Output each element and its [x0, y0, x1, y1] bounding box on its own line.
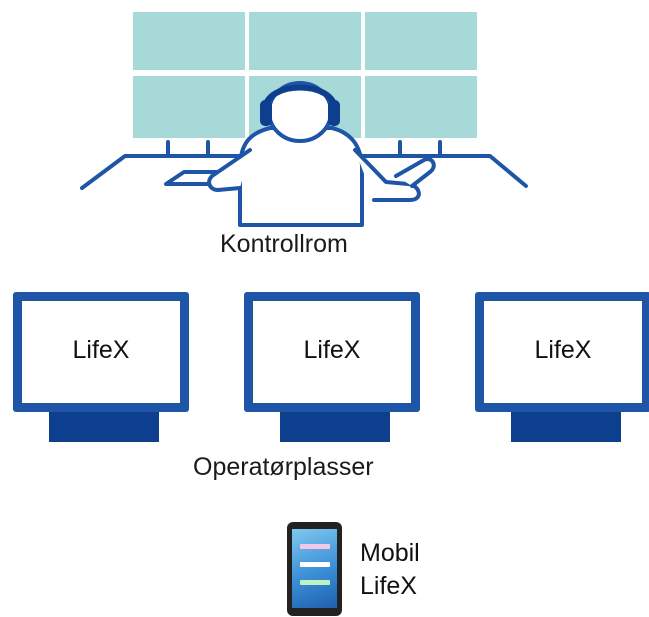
video-wall-panel: [133, 76, 245, 138]
operator-monitor: LifeX: [244, 292, 420, 450]
phone-list-bar: [300, 580, 330, 585]
monitor-label: LifeX: [303, 336, 361, 364]
monitor-screen: [244, 292, 420, 412]
operator-positions-label: Operatørplasser: [193, 453, 374, 481]
monitor-stand: [280, 412, 390, 442]
phone-display: [292, 529, 337, 608]
video-wall-panel: [365, 12, 477, 70]
monitor-screen: [13, 292, 189, 412]
operator-monitor: LifeX: [13, 292, 189, 450]
monitor-stand: [49, 412, 159, 442]
video-wall-panel: [365, 76, 477, 138]
control-room-label: Kontrollrom: [220, 230, 348, 258]
operator-monitor: LifeX: [475, 292, 649, 450]
monitor-stand: [511, 412, 621, 442]
monitor-label: LifeX: [72, 336, 130, 364]
mobile-label-line2: LifeX: [360, 572, 417, 600]
video-wall-panel: [249, 12, 361, 70]
monitor-label: LifeX: [534, 336, 592, 364]
phone-list-bar: [300, 544, 330, 549]
mobile-label-line1: Mobil: [360, 539, 420, 567]
phone-list-bar: [300, 562, 330, 567]
monitor-screen: [475, 292, 649, 412]
mobile-label: Mobil LifeX: [360, 537, 420, 603]
video-wall-panel: [133, 12, 245, 70]
phone-icon: [287, 522, 342, 616]
operator-figure: [80, 81, 528, 227]
